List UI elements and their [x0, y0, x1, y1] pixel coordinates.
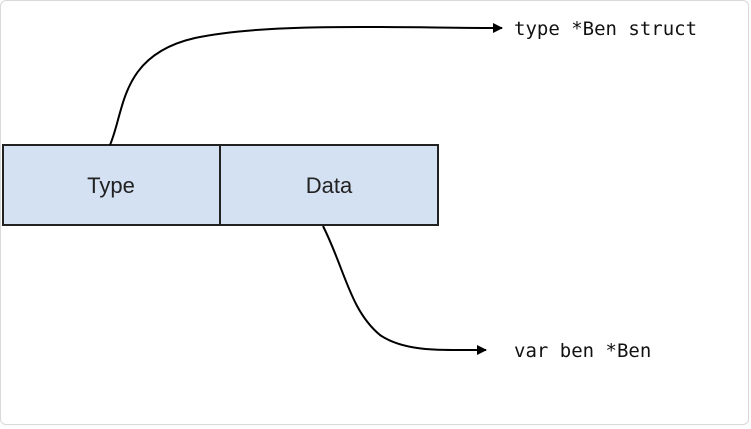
data-cell-label: Data — [306, 173, 353, 198]
type-pointer-arrow — [109, 22, 503, 146]
data-pointer-arrow — [322, 225, 487, 356]
data-cell — [219, 144, 439, 226]
type-target-label: type *Ben struct — [514, 18, 697, 40]
data-target-label: var ben *Ben — [514, 340, 651, 362]
type-cell — [2, 144, 221, 226]
type-cell-label: Type — [87, 173, 135, 198]
